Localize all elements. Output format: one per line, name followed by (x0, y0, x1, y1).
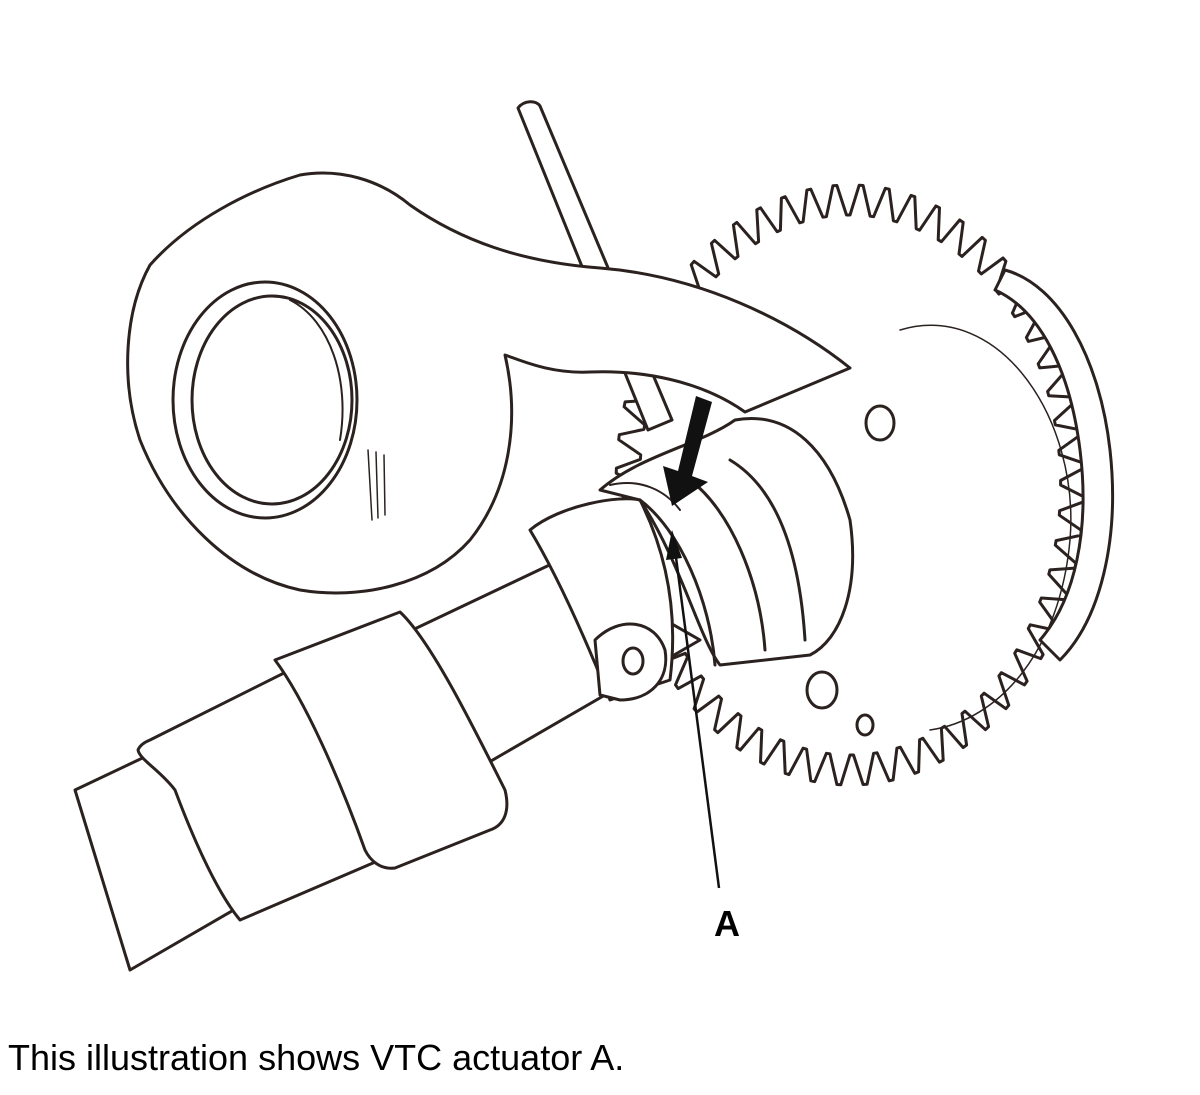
wrench-ring-bore (289, 299, 344, 441)
hub-groove (609, 481, 681, 511)
figure-caption: This illustration shows VTC actuator A. (8, 1037, 625, 1078)
hub-ring-1 (638, 498, 717, 667)
sprocket-hole-small (855, 713, 875, 737)
callout-leader-line (672, 541, 721, 889)
wrench-ring-inner (190, 294, 354, 506)
callout-label-a: A (714, 903, 740, 944)
actuator-hub (598, 417, 855, 667)
camshaft-journal-band (273, 610, 509, 870)
vtc-actuator-illustration (73, 100, 1115, 972)
sprocket-hole-upper (864, 404, 896, 442)
sprocket-hole-lower (805, 670, 839, 710)
hub-ring-3 (728, 458, 807, 642)
wrench (126, 171, 852, 595)
callout-leader-arrowhead (666, 530, 682, 560)
press-direction-arrow (663, 396, 712, 506)
camshaft-tab-hole (621, 646, 645, 676)
sprocket-inner-rim (899, 324, 1072, 731)
hub-ring-outer (598, 417, 855, 667)
wrench-knurl (367, 449, 386, 521)
hub-ring-2 (688, 478, 767, 652)
sprocket-hub-face (993, 268, 1115, 662)
camshaft (73, 497, 702, 972)
